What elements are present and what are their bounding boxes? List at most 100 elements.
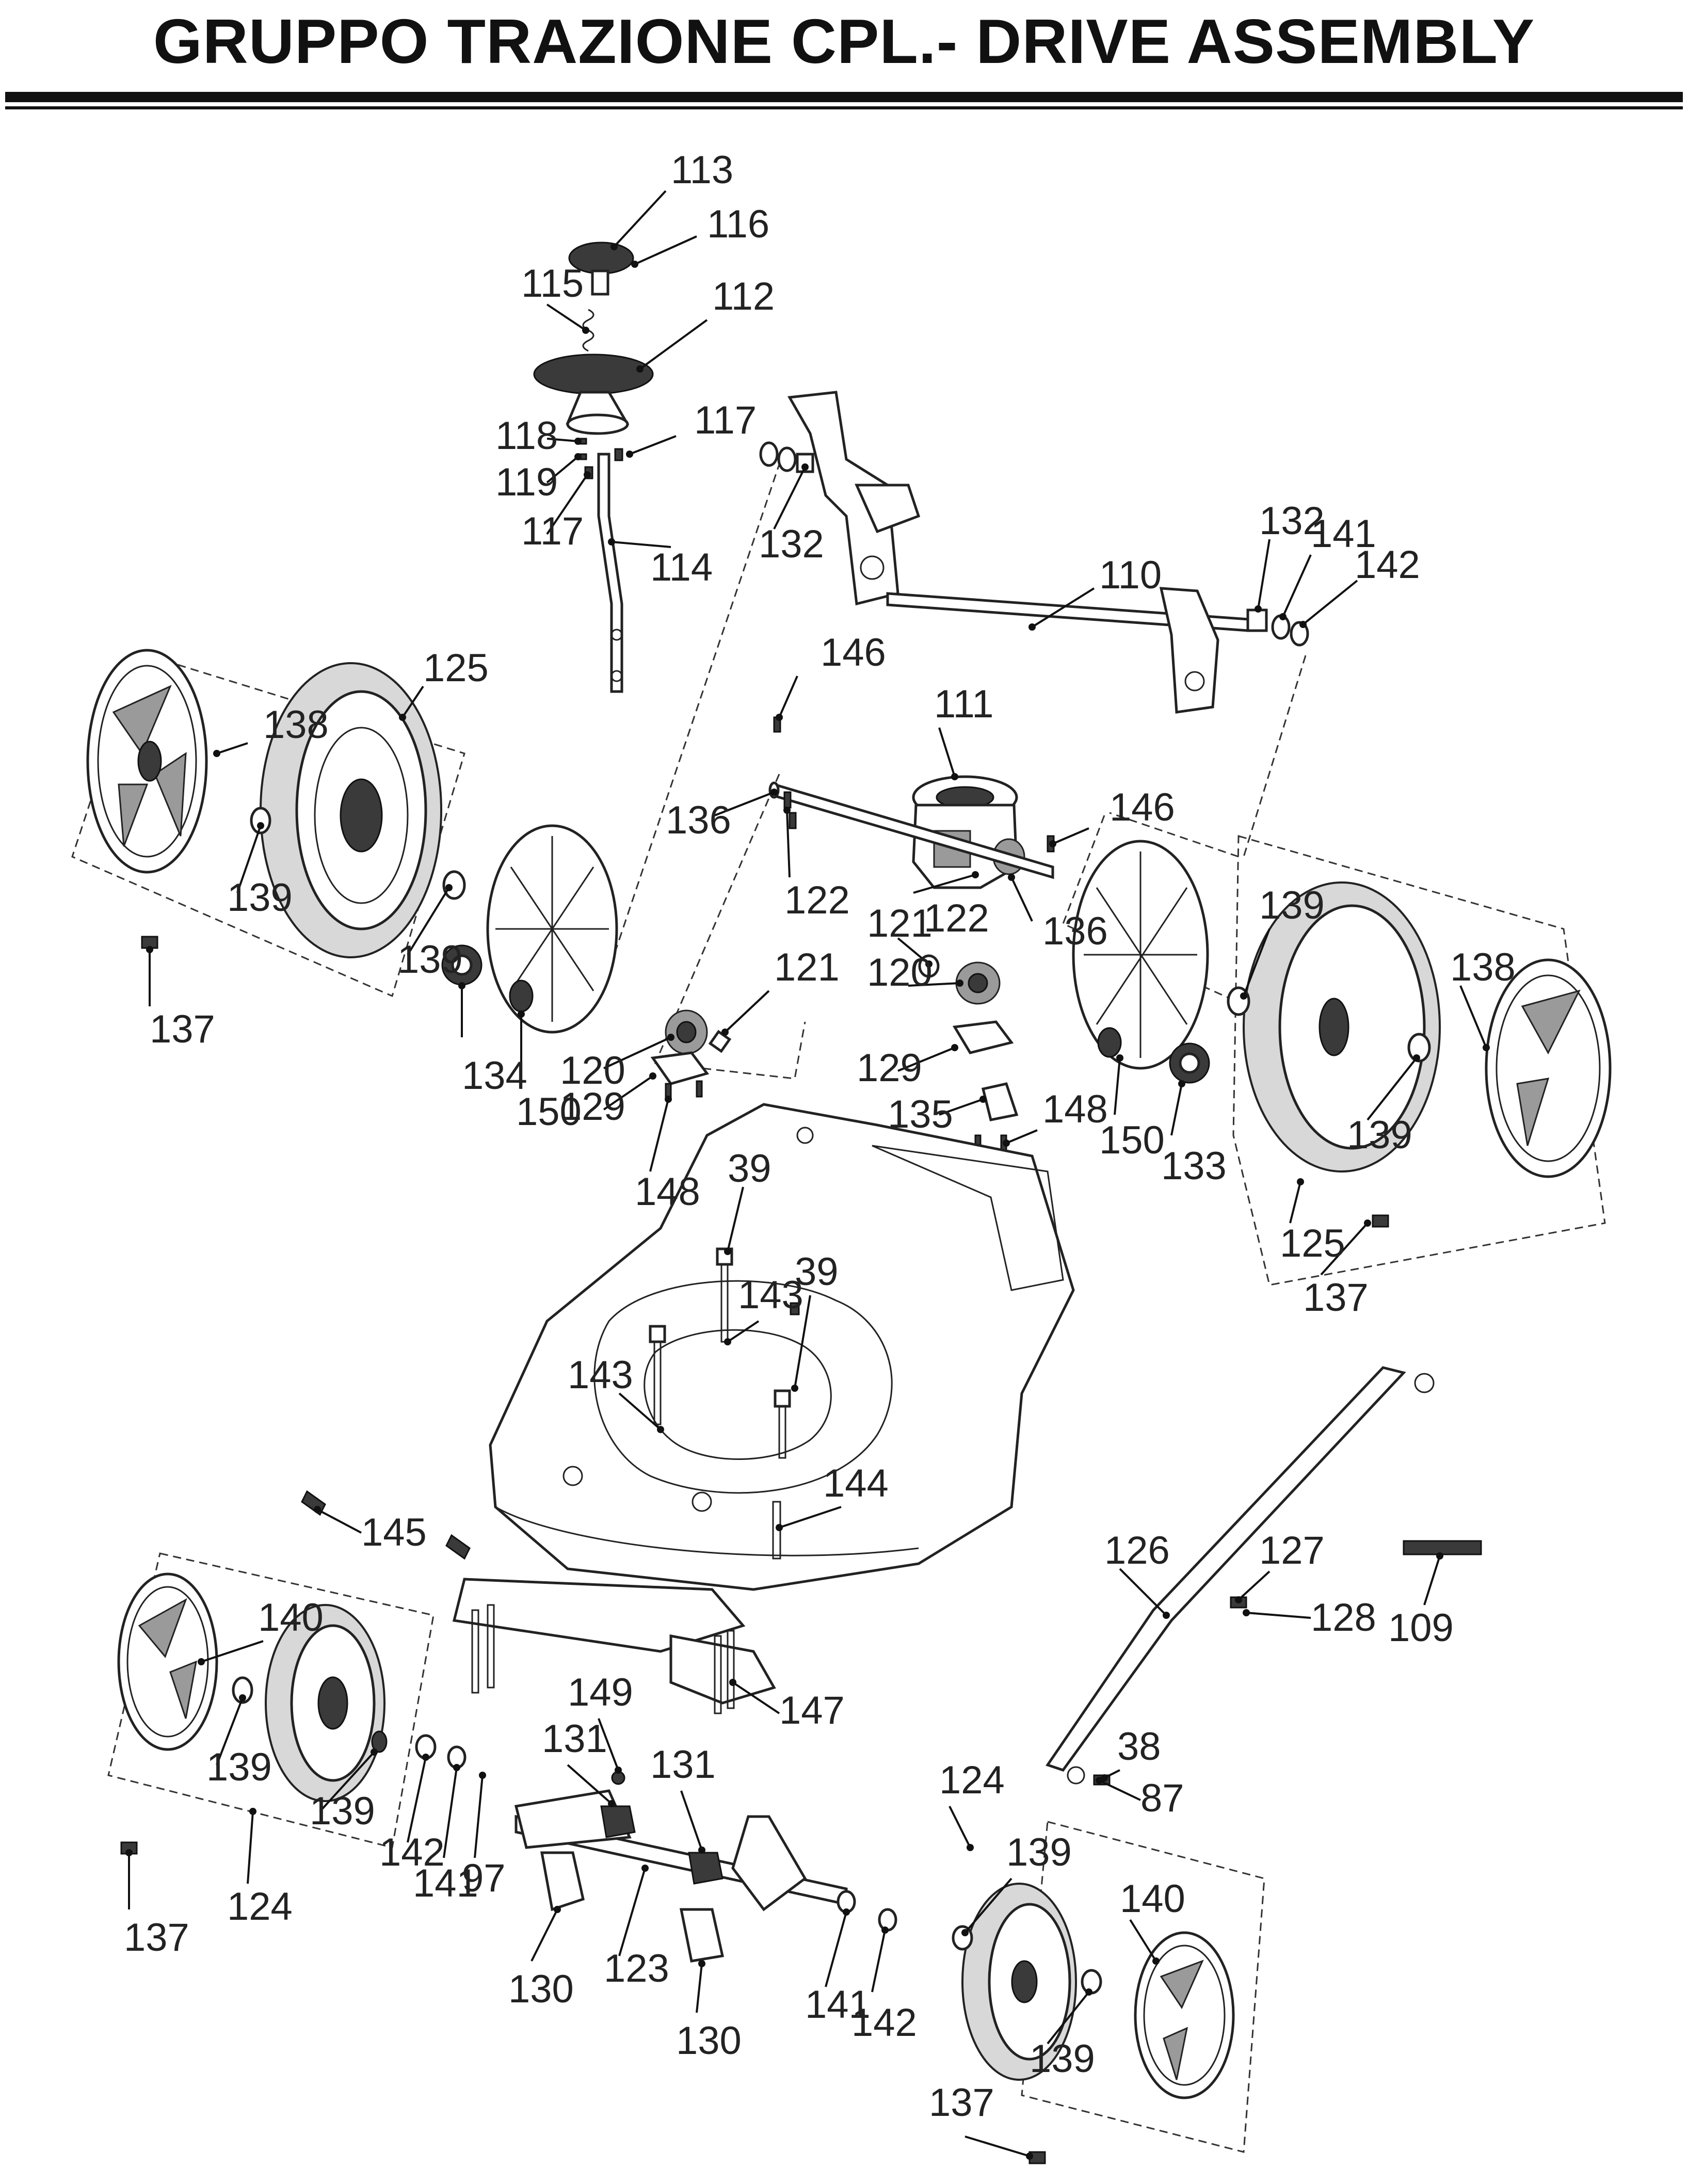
leader-arrowhead-39	[791, 1385, 798, 1392]
handle-bracket-right	[1159, 587, 1219, 714]
leader-arrowhead-145	[314, 1506, 321, 1513]
leader-arrowhead-137	[1364, 1219, 1371, 1227]
right-clamp-129-135	[952, 1020, 1019, 1152]
leader-line-115	[546, 303, 587, 331]
leader-arrowhead-124	[249, 1808, 256, 1815]
part-label-149: 149	[568, 1671, 633, 1714]
part-label-132: 132	[1259, 499, 1325, 543]
part-label-128: 128	[1311, 1596, 1376, 1640]
part-label-124: 124	[227, 1885, 293, 1929]
part-label-150: 150	[516, 1090, 582, 1134]
leader-line-113	[613, 190, 667, 248]
left-rear-hubcap	[86, 649, 208, 874]
part-label-131: 131	[650, 1743, 716, 1787]
part-label-133: 133	[1161, 1144, 1227, 1188]
leader-line-137	[964, 2135, 1030, 2157]
lower-handle-bar	[1046, 1366, 1435, 1786]
leader-arrowhead-120	[956, 979, 963, 987]
part-label-140: 140	[1120, 1877, 1185, 1921]
leader-line-109	[1423, 1555, 1441, 1605]
leader-line-114	[611, 541, 671, 548]
leader-arrowhead-137	[146, 946, 153, 953]
group-box-right-rear-wheel	[1232, 835, 1606, 1286]
leader-line-117	[629, 435, 677, 455]
leader-line-120	[603, 1036, 671, 1069]
leader-line-142	[407, 1757, 427, 1843]
part-label-142: 142	[1355, 543, 1420, 587]
leader-arrowhead-139	[961, 1929, 969, 1936]
leader-arrowhead-139	[1413, 1054, 1420, 1062]
mower-deck	[452, 1103, 1075, 1705]
leader-arrowhead-97	[479, 1772, 486, 1779]
part-label-139: 139	[227, 876, 293, 920]
right-front-hubcap	[1134, 1931, 1235, 2099]
part-label-141: 141	[1311, 512, 1376, 556]
leader-arrowhead-112	[636, 365, 644, 373]
part-label-111: 111	[934, 682, 994, 726]
leader-arrowhead-133	[1178, 1080, 1185, 1087]
leader-line-125	[1289, 1181, 1301, 1224]
leader-arrowhead-110	[1028, 623, 1036, 631]
leader-line-140	[201, 1640, 264, 1663]
leader-line-132	[1257, 539, 1271, 609]
leader-line-146	[778, 676, 798, 718]
part-label-120: 120	[560, 1049, 625, 1093]
part-label-121: 121	[774, 945, 840, 989]
part-label-130: 130	[676, 2019, 742, 2063]
leader-arrowhead-131	[698, 1846, 705, 1854]
leader-line-131	[567, 1764, 613, 1805]
leader-arrowhead-132	[801, 463, 809, 471]
leader-lines	[125, 190, 1490, 2160]
part-label-143: 143	[568, 1353, 633, 1397]
guide-line-upper-left	[608, 448, 785, 971]
leader-arrowhead-136	[770, 789, 778, 796]
leader-arrowhead-137	[125, 1849, 133, 1856]
part-label-141: 141	[805, 1983, 871, 2027]
part-label-136: 136	[1042, 909, 1108, 953]
leader-arrowhead-109	[1436, 1552, 1443, 1560]
leader-line-127	[1237, 1570, 1271, 1601]
page-title: GRUPPO TRAZIONE CPL.- DRIVE ASSEMBLY	[153, 6, 1535, 76]
part-label-140: 140	[258, 1596, 324, 1640]
part-label-119: 119	[495, 460, 558, 504]
leader-arrowhead-125	[1297, 1178, 1304, 1185]
leader-arrowhead-126	[1163, 1612, 1170, 1619]
leader-arrowhead-149	[615, 1767, 622, 1774]
part-label-132: 132	[759, 522, 824, 566]
left-bearing-120	[665, 1009, 732, 1055]
leader-line-138	[1459, 985, 1487, 1048]
leader-line-129	[603, 1075, 654, 1111]
leader-line-87	[1099, 1779, 1141, 1801]
leader-arrowhead-141	[1279, 613, 1287, 620]
deck-bolts	[649, 1247, 800, 1560]
guide-line-upper-right	[1243, 655, 1307, 857]
leader-line-116	[634, 235, 697, 265]
leader-arrowhead-141	[453, 1764, 460, 1771]
part-label-110: 110	[1099, 553, 1162, 597]
part-label-139: 139	[397, 938, 463, 982]
leader-line-112	[639, 319, 708, 370]
leader-line-124	[247, 1811, 254, 1884]
part-label-116: 116	[707, 202, 769, 246]
leader-arrowhead-148	[665, 1096, 672, 1103]
leader-line-148	[649, 1099, 669, 1172]
part-label-127: 127	[1259, 1529, 1325, 1572]
right-rear-hubcap	[1485, 958, 1612, 1178]
part-label-137: 137	[150, 1007, 215, 1051]
part-label-148: 148	[1042, 1087, 1108, 1131]
part-label-134: 134	[462, 1054, 527, 1098]
leader-arrowhead-123	[641, 1865, 649, 1872]
leader-line-130	[696, 1963, 703, 2013]
front-brackets-130-131	[540, 1771, 725, 1963]
leader-arrowhead-143	[657, 1426, 664, 1433]
part-label-124: 124	[939, 1758, 1005, 1802]
leader-arrowhead-146	[776, 714, 783, 721]
leader-line-39	[794, 1295, 811, 1389]
leader-line-147	[732, 1681, 780, 1714]
part-label-129: 129	[857, 1046, 922, 1090]
leader-arrowhead-139	[1085, 1988, 1092, 1996]
adjust-rod	[597, 453, 623, 693]
right-pinion-gear	[1169, 1042, 1210, 1084]
leader-arrowhead-114	[608, 538, 615, 545]
leader-arrowhead-140	[198, 1658, 205, 1665]
